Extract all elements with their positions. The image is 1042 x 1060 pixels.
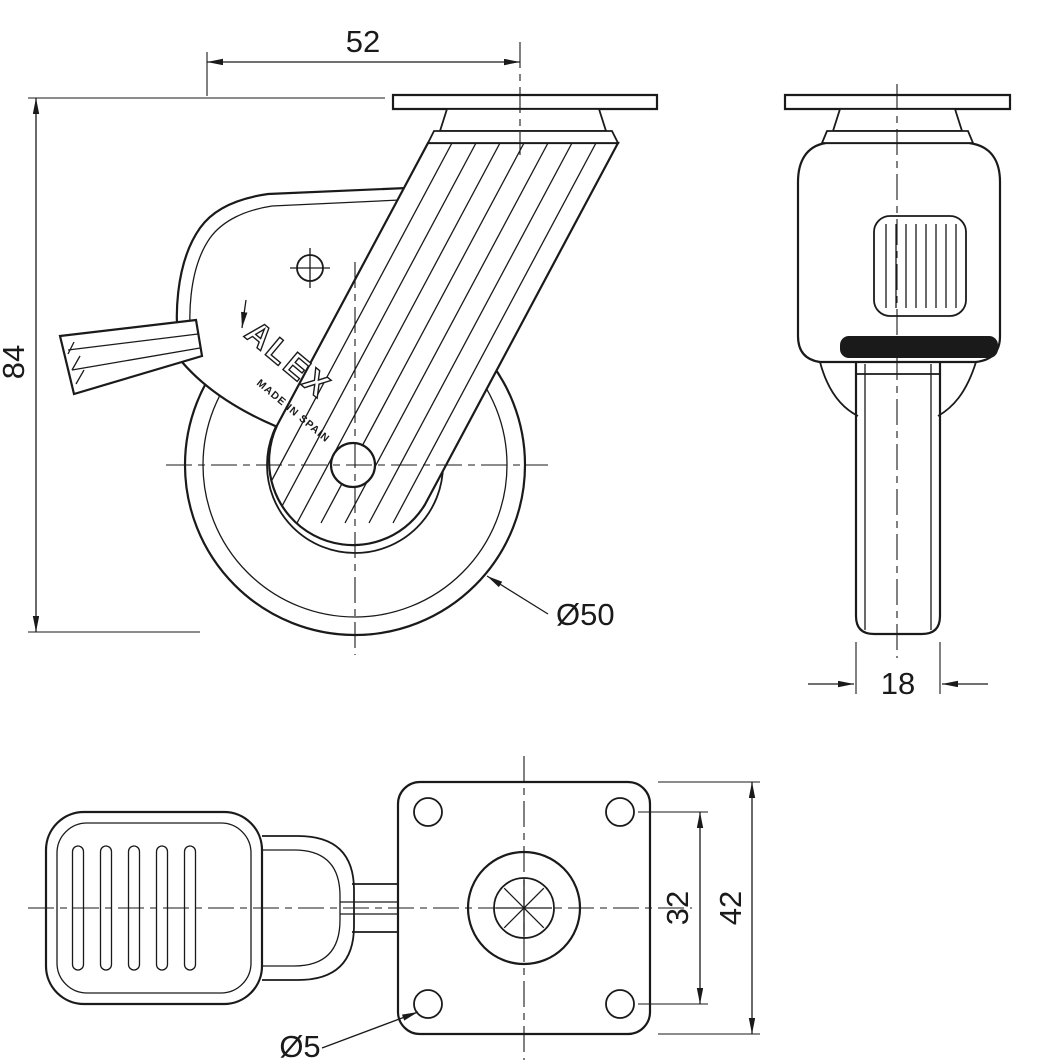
hole-diameter-label: Ø5 [279, 1029, 320, 1060]
pedal-inner-line [56, 822, 252, 994]
dimension-hole-spacing: 32 [638, 811, 708, 1005]
brake-bar [840, 336, 998, 358]
plan-center-lines [28, 756, 692, 1060]
plate-section [391, 93, 659, 111]
side-view: 18 [783, 84, 1012, 701]
mounting-hole [605, 989, 635, 1019]
lever-serration [67, 341, 75, 355]
front-view: ALEX MADE IN SPAIN 52 84 [0, 24, 659, 655]
marking-arrow-icon [241, 299, 248, 329]
lever-inner-line [71, 347, 201, 371]
dim-42-label: 42 [713, 891, 748, 925]
swivel-fork [267, 141, 620, 547]
dim-52-label: 52 [346, 24, 380, 59]
fork-leg-right [937, 361, 977, 417]
wheel-diameter-callout: Ø50 [486, 575, 615, 632]
brake-lever [58, 318, 204, 396]
leader-line [321, 1011, 419, 1049]
top-plate-front [391, 93, 659, 144]
hole-diameter-callout: Ø5 [279, 1011, 419, 1060]
fork-leg-left [819, 361, 859, 417]
hinge-bracket-inner [262, 849, 341, 967]
wheel-side-outline [854, 358, 942, 636]
swivel-race-upper [438, 108, 608, 132]
dimension-wheel-width: 18 [808, 642, 988, 701]
mounting-hole [413, 797, 443, 827]
front-center-lines [166, 42, 548, 655]
dimension-overall-height: 84 [0, 97, 385, 633]
mounting-hole [413, 989, 443, 1019]
lever-serration [75, 369, 85, 385]
mounting-hole [605, 797, 635, 827]
dimension-swivel-offset: 52 [206, 24, 520, 96]
dim-18-label: 18 [881, 666, 915, 701]
lever-serration [71, 355, 81, 371]
dim-84-label: 84 [0, 345, 31, 379]
swivel-race-lower [426, 130, 620, 144]
pedal-ribs [885, 224, 957, 308]
brake-pedal-side [873, 215, 967, 317]
dimension-plate-width: 42 [658, 781, 760, 1035]
lever-inner-line [67, 333, 199, 351]
plan-view: 32 42 Ø5 [28, 756, 760, 1060]
brake-lever-outline [58, 318, 204, 396]
wheel-diameter-label: Ø50 [556, 597, 615, 632]
dim-32-label: 32 [660, 891, 695, 925]
leader-line [486, 575, 549, 615]
wheel-side [854, 358, 942, 636]
